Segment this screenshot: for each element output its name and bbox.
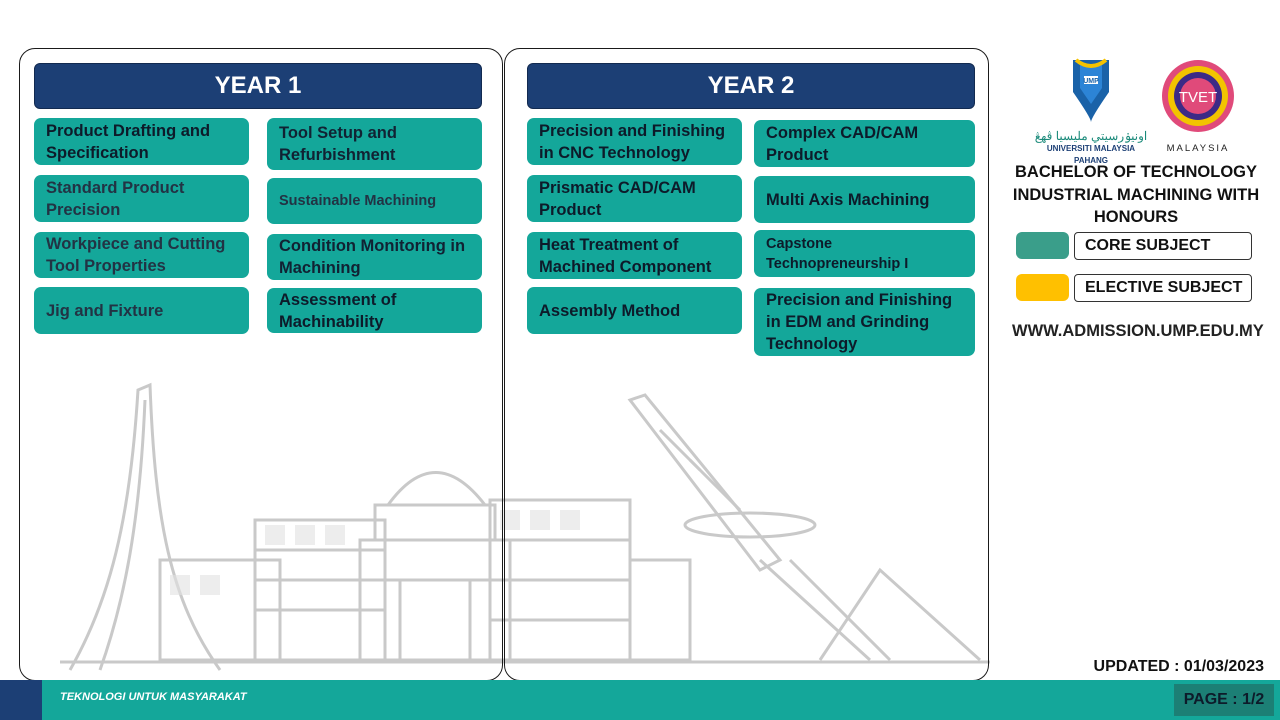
website-url: WWW.ADMISSION.UMP.EDU.MY [1012, 322, 1264, 340]
year1-subject-7: Jig and Fixture [34, 287, 249, 334]
page-indicator: PAGE : 1/2 [1174, 684, 1274, 716]
year2-subject-7: Assembly Method [527, 287, 742, 334]
program-title-line-3: HONOURS [1093, 208, 1179, 226]
svg-text:UMP: UMP [1083, 78, 1099, 85]
year2-subject-6: Capstone Technopreneurship I [754, 230, 975, 277]
year1-header: YEAR 1 [34, 63, 482, 109]
year2-subject-8: Precision and Finishing in EDM and Grind… [754, 288, 975, 356]
core-subject-label: CORE SUBJECT [1074, 232, 1252, 260]
ump-name: UNIVERSITI MALAYSIA PAHANG [1046, 144, 1136, 165]
footer-tagline: TEKNOLOGI UNTUK MASYARAKAT [60, 691, 247, 703]
year2-subject-5: Heat Treatment of Machined Component [527, 232, 742, 279]
year1-subject-5: Workpiece and Cutting Tool Properties [34, 232, 249, 278]
ump-arabic-name: اونيۏرسيتي مليسيا ڤهڠ [1034, 129, 1148, 143]
year2-subject-4: Multi Axis Machining [754, 176, 975, 223]
year2-header: YEAR 2 [527, 63, 975, 109]
svg-text:TVET: TVET [1179, 89, 1217, 106]
year1-subject-6: Condition Monitoring in Machining [267, 234, 482, 280]
year1-subject-1: Product Drafting and Specification [34, 118, 249, 165]
year1-subject-3: Standard Product Precision [34, 175, 249, 222]
year1-subject-4: Sustainable Machining [267, 178, 482, 224]
tvet-logo: TVET MALAYSIA [1158, 56, 1238, 154]
footer-accent [0, 680, 42, 720]
core-subject-swatch [1016, 232, 1069, 259]
tvet-emblem-icon: TVET [1162, 60, 1234, 132]
program-title-line-2: INDUSTRIAL MACHINING WITH [1012, 185, 1260, 204]
year2-subject-2: Complex CAD/CAM Product [754, 120, 975, 167]
ump-logo: UMP اونيۏرسيتي مليسيا ڤهڠ UNIVERSITI MAL… [1030, 56, 1152, 165]
ump-shield-icon: UMP [1073, 58, 1109, 122]
updated-date: UPDATED : 01/03/2023 [1093, 658, 1264, 675]
year1-subject-2: Tool Setup and Refurbishment [267, 118, 482, 170]
year2-subject-3: Prismatic CAD/CAM Product [527, 175, 742, 222]
tvet-country: MALAYSIA [1166, 143, 1230, 154]
year1-subject-8: Assessment of Machinability [267, 288, 482, 333]
elective-subject-label: ELECTIVE SUBJECT [1074, 274, 1252, 302]
year2-subject-1: Precision and Finishing in CNC Technolog… [527, 118, 742, 165]
elective-subject-swatch [1016, 274, 1069, 301]
footer-bar [0, 680, 1280, 720]
program-title: BACHELOR OF TECHNOLOGY INDUSTRIAL MACHIN… [1012, 161, 1260, 229]
program-title-line-1: BACHELOR OF TECHNOLOGY [1015, 163, 1257, 181]
